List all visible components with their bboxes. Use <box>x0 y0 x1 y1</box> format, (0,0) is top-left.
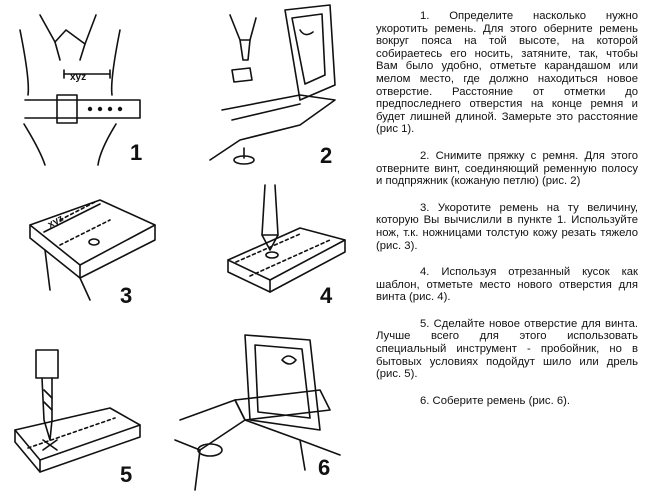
figure-6-number: 6 <box>318 455 330 480</box>
figure-2-number: 2 <box>320 143 332 168</box>
instructions-column: 1. Определите насколько нужно укоротить … <box>376 10 638 407</box>
step-1-text: 1. Определите насколько нужно укоротить … <box>376 10 638 136</box>
figure-4-mark-hole <box>227 184 346 293</box>
figure-2-buckle-screw <box>209 4 336 165</box>
figure-4-number: 4 <box>320 283 333 308</box>
figure-3-number: 3 <box>120 283 132 308</box>
figure-1-torso-belt <box>19 14 141 166</box>
figure-5-drill <box>14 349 141 473</box>
figure-6-assembled-buckle <box>174 334 341 491</box>
step-5-text: 5. Сделайте новое отверстие для винта. Л… <box>376 317 638 381</box>
figure-5-number: 5 <box>120 462 132 487</box>
figure-3-cut-belt <box>29 199 156 301</box>
step-4-text: 4. Используя отрезанный кусок как шаблон… <box>376 266 638 304</box>
illustrations-panel: xyz xyz 1 2 3 4 5 6 <box>14 4 346 491</box>
figure-3-measure-label: xyz <box>46 213 65 231</box>
step-3-text: 3. Укоротите ремень на ту величину, кото… <box>376 201 638 252</box>
figure-1-measure-label: xyz <box>70 72 86 83</box>
step-2-text: 2. Снимите пряжку с ремня. Для этого отв… <box>376 149 638 188</box>
illustrations-svg: xyz xyz 1 2 3 4 5 6 <box>14 4 346 491</box>
figure-1-number: 1 <box>130 140 142 165</box>
step-6-text: 6. Соберите ремень (рис. 6). <box>420 394 571 407</box>
